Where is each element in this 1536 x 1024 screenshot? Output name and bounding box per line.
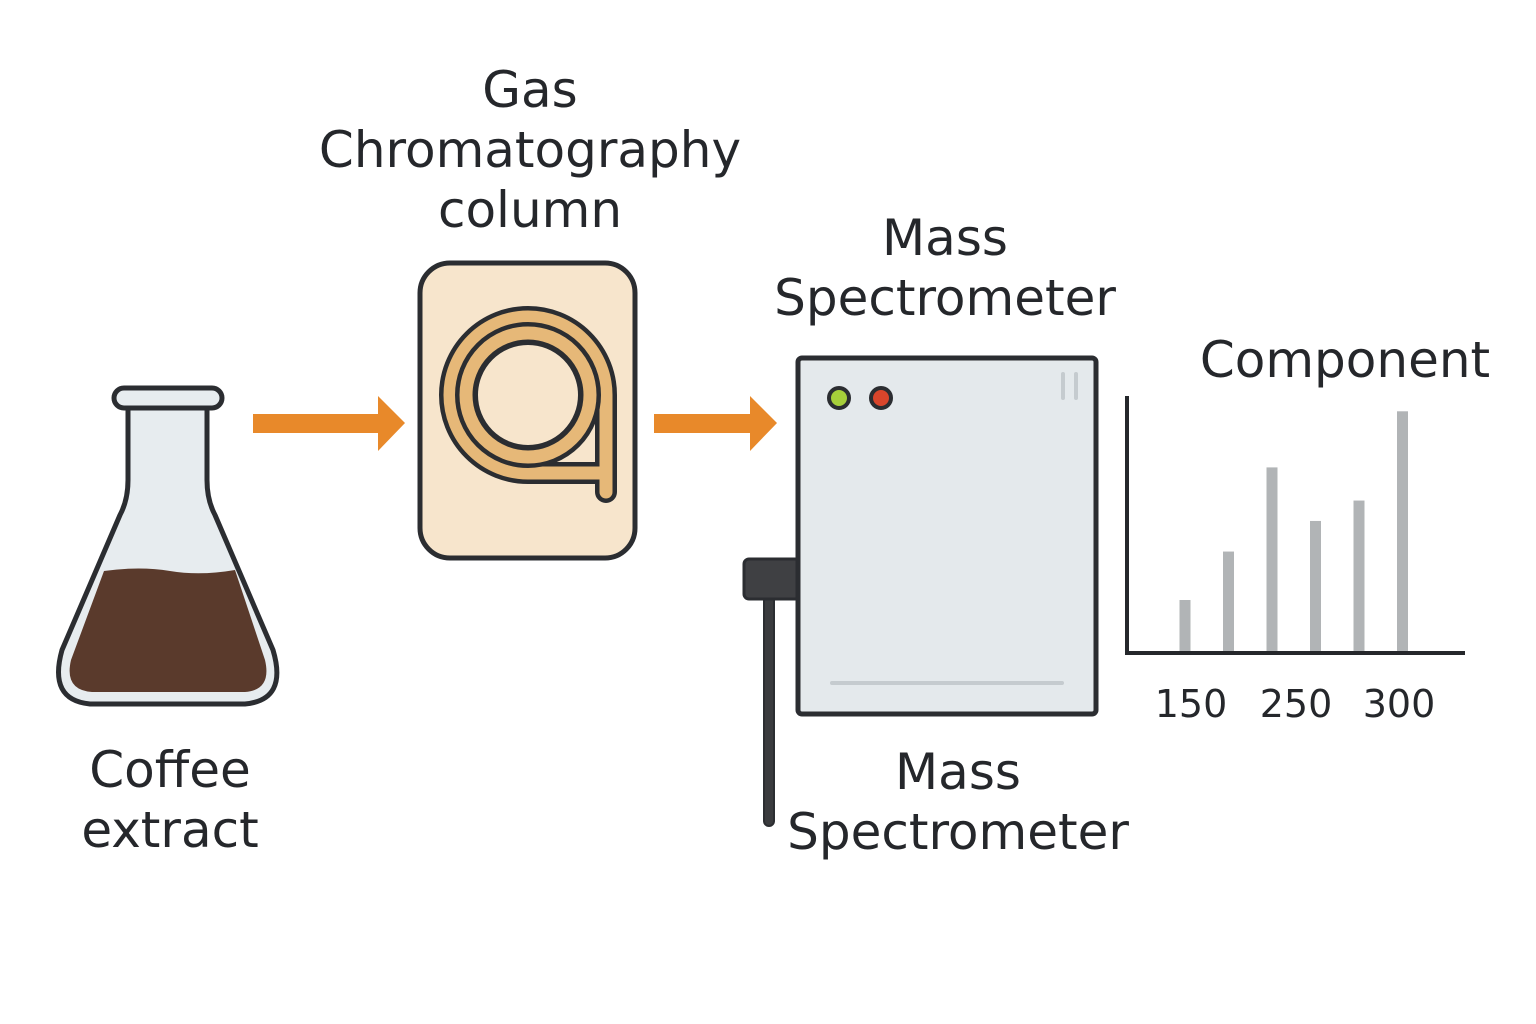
- x-tick-label: 250: [1259, 682, 1333, 726]
- red-led-icon: [869, 386, 893, 410]
- flow-arrow-2: [654, 396, 777, 451]
- coffee-liquid: [69, 568, 267, 692]
- coffee-extract-label: Coffee extract: [81, 741, 259, 859]
- mass-spectrum-chart: [1125, 396, 1465, 655]
- erlenmeyer-flask-icon: [56, 385, 280, 707]
- spectrum-bar: [1310, 520, 1321, 651]
- gc-column-label: Gas Chromatography column: [318, 61, 742, 239]
- mass-spectrometer-icon: [742, 355, 1099, 827]
- spectrum-bar: [1223, 551, 1234, 651]
- mass-spectrometer-bottom-label: Mass Spectrometer: [787, 743, 1129, 861]
- x-tick-label: 300: [1362, 682, 1436, 726]
- spectrum-bar: [1179, 600, 1191, 651]
- flow-arrow-1: [253, 396, 405, 451]
- mass-spectrometer-top-label: Mass Spectrometer: [774, 209, 1116, 327]
- spectrum-bar: [1266, 467, 1278, 651]
- spectrum-bar: [1397, 411, 1408, 651]
- green-led-icon: [827, 386, 851, 410]
- gc-column-icon: [417, 260, 638, 561]
- component-label: Component: [1199, 331, 1491, 389]
- spectrum-bar: [1353, 500, 1365, 651]
- x-tick-label: 150: [1154, 682, 1228, 726]
